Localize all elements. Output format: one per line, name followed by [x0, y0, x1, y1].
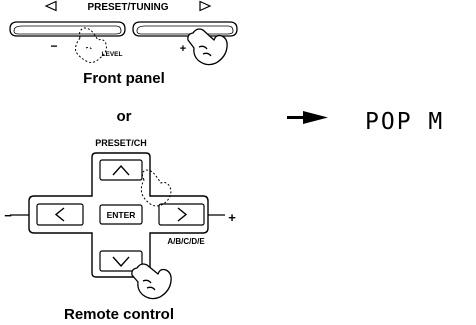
front-panel-caption: Front panel [83, 70, 165, 87]
preset-tuning-label: PRESET/TUNING [87, 2, 168, 13]
triangle-right-icon [199, 0, 212, 12]
level-label: LEVEL [102, 51, 123, 58]
arrow-icon [287, 111, 328, 124]
chevron-right-icon [177, 207, 188, 222]
remote-control-caption: Remote control [64, 306, 174, 323]
or-label: or [117, 108, 132, 125]
down-button[interactable] [99, 250, 143, 272]
finger-icon-remote [131, 263, 172, 300]
ghost-finger-icon-remote [140, 169, 172, 207]
enter-label: ENTER [107, 210, 136, 220]
preset-tuning-plus-button[interactable] [132, 21, 238, 37]
chevron-up-icon [112, 164, 130, 176]
minus-sign: − [50, 39, 57, 53]
up-button[interactable] [99, 159, 143, 181]
enter-button[interactable]: ENTER [99, 204, 143, 225]
ghost-finger-icon [75, 27, 107, 63]
remote-plus-sign: + [228, 210, 236, 225]
right-button[interactable] [158, 203, 205, 226]
preset-ch-label: PRESET/CH [95, 138, 147, 148]
remote-minus-sign: − [4, 208, 12, 223]
left-button[interactable] [36, 203, 84, 226]
triangle-left-icon [44, 0, 57, 12]
finger-icon [187, 28, 228, 66]
chevron-left-icon [54, 207, 65, 222]
display-text: POP M [365, 109, 444, 135]
plus-sign: + [180, 43, 186, 55]
chevron-down-icon [112, 256, 130, 268]
remote-control: PRESET/CH − + ENTER [4, 138, 236, 323]
front-panel: PRESET/TUNING − LEVEL + Front panel [9, 0, 238, 87]
preset-tuning-minus-button[interactable] [9, 21, 126, 37]
abcde-label: A/B/C/D/E [167, 237, 205, 246]
